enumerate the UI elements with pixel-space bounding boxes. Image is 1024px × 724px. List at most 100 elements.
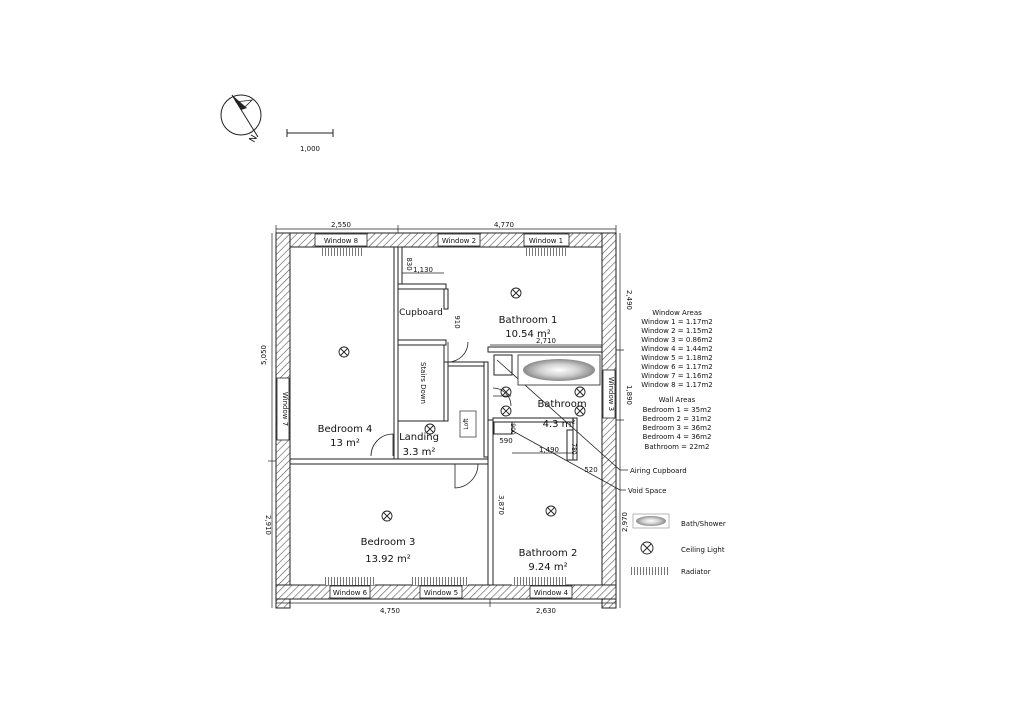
dim-590: 590 [499, 437, 512, 445]
ceiling-light-icon [574, 386, 586, 398]
dim-right-middle: 1,890 [625, 385, 633, 405]
dim-780: 780 [570, 443, 577, 455]
radiator-icon [630, 567, 668, 575]
wall-areas-line: Bedroom 3 = 36m2 [643, 424, 712, 432]
dim-bottom-left: 4,750 [380, 607, 400, 615]
window-areas-line: Window 3 = 0.86m2 [641, 336, 712, 344]
scale-bar: 1,000 [286, 129, 334, 153]
wall-areas-title: Wall Areas [659, 396, 696, 404]
window-areas-line: Window 5 = 1.18m2 [641, 354, 712, 362]
room-area-bedroom-3: 13.92 m² [365, 554, 411, 565]
wall-areas-line: Bedroom 4 = 36m2 [643, 433, 712, 441]
window-6 [329, 585, 371, 599]
legend-radiator-label: Radiator [681, 568, 711, 576]
dimension-lines [268, 225, 624, 608]
loft-hatch [459, 410, 477, 438]
legend-light-label: Ceiling Light [681, 546, 725, 554]
legend-bath-label: Bath/Shower [681, 520, 726, 528]
window-label-1: Window 1 [529, 237, 563, 245]
window-areas-block: Window Areas Window 1 = 1.17m2 Window 2 … [641, 309, 712, 389]
dim-top-left: 2,550 [331, 221, 351, 229]
window-label-8: Window 8 [324, 237, 358, 245]
window-label-3: Window 3 [607, 377, 615, 411]
room-name-stairs: Stairs Down [419, 362, 427, 404]
room-labels: Bathroom 1 10.54 m² Bedroom 4 13 m² Land… [318, 308, 587, 573]
ceiling-light-icon [574, 405, 586, 417]
interior-walls [289, 246, 603, 586]
window-7 [276, 377, 290, 441]
dim-910: 910 [453, 315, 461, 328]
window-label-4: Window 4 [534, 589, 569, 597]
dim-cupboard-width: 1,130 [413, 266, 433, 274]
room-name-bedroom-3: Bedroom 3 [361, 537, 416, 548]
annotations: Airing Cupboard Void Space [628, 467, 687, 495]
ceiling-light-icon [381, 510, 393, 522]
wall-areas-line: Bedroom 2 = 31m2 [643, 415, 712, 423]
window-openings [276, 233, 616, 599]
room-area-bathroom-2: 9.24 m² [528, 562, 567, 573]
dim-520: 520 [584, 466, 597, 474]
dim-right-upper: 2,490 [625, 290, 633, 310]
window-label-5: Window 5 [424, 589, 458, 597]
radiators [322, 248, 567, 585]
room-name-bedroom-4: Bedroom 4 [318, 424, 373, 435]
ceiling-light-icon [500, 405, 512, 417]
legend: Bath/Shower Ceiling Light Radiator [630, 513, 726, 576]
room-name-cupboard: Cupboard [399, 308, 443, 318]
window-5 [419, 585, 463, 599]
svg-text:N: N [248, 134, 260, 145]
wall-areas-block: Wall Areas Bedroom 1 = 35m2 Bedroom 2 = … [643, 396, 712, 451]
window-areas-line: Window 4 = 1.44m2 [641, 345, 712, 353]
room-area-landing: 3.3 m² [403, 447, 436, 458]
dim-bath2-height: 3,870 [497, 495, 505, 515]
window-areas-line: Window 6 = 1.17m2 [641, 363, 712, 371]
ceiling-light-icon [500, 386, 512, 398]
radiator-bedroom3-b [412, 577, 468, 585]
window-label-2: Window 2 [442, 237, 476, 245]
room-name-bathroom: Bathroom [537, 399, 586, 410]
room-name-loft: Loft [463, 418, 470, 430]
ceiling-light-icon [510, 287, 522, 299]
ceiling-light-icon [424, 423, 436, 435]
ceiling-light-icon [545, 505, 557, 517]
bath [517, 354, 601, 386]
room-area-bathroom-1: 10.54 m² [505, 329, 551, 340]
room-name-bathroom-2: Bathroom 2 [519, 548, 578, 559]
annotation-void-space: Void Space [628, 487, 666, 495]
window-areas-line: Window 1 = 1.17m2 [641, 318, 712, 326]
wall-areas-line: Bathroom = 22m2 [645, 443, 710, 451]
window-areas-line: Window 7 = 1.16m2 [641, 372, 712, 380]
ceiling-light-icon [640, 541, 654, 555]
room-name-bathroom-1: Bathroom 1 [499, 315, 558, 326]
radiator-bedroom3-a [325, 577, 375, 585]
window-label-7: Window 7 [281, 392, 289, 426]
window-4 [529, 585, 573, 599]
annotation-airing-cupboard: Airing Cupboard [630, 467, 687, 475]
dim-right-lower: 2,970 [621, 512, 629, 532]
dim-bathroom-width: 1,490 [539, 446, 559, 454]
room-name-landing: Landing [399, 432, 439, 443]
scale-bar-label: 1,000 [300, 145, 320, 153]
window-8 [314, 233, 368, 247]
north-arrow-icon: N [220, 94, 262, 145]
room-area-bathroom: 4.3 m² [543, 419, 576, 430]
window-areas-title: Window Areas [652, 309, 702, 317]
room-area-bedroom-4: 13 m² [330, 438, 360, 449]
window-label-6: Window 6 [333, 589, 368, 597]
window-3 [602, 369, 616, 419]
bath-shower-icon [632, 513, 670, 529]
dim-900: 900 [509, 423, 516, 435]
wall-areas-line: Bedroom 1 = 35m2 [643, 406, 712, 414]
ceiling-lights [338, 287, 586, 522]
ceiling-light-icon [338, 346, 350, 358]
dim-left-lower: 2,910 [264, 515, 272, 535]
window-1 [523, 233, 570, 247]
door-swings [370, 341, 512, 489]
dim-830: 830 [405, 257, 413, 270]
dim-bath-width: 2,710 [536, 337, 556, 345]
dim-left-upper: 5,050 [260, 345, 268, 365]
dim-top-right: 4,770 [494, 221, 514, 229]
dim-bottom-right: 2,630 [536, 607, 556, 615]
window-2 [437, 233, 481, 247]
